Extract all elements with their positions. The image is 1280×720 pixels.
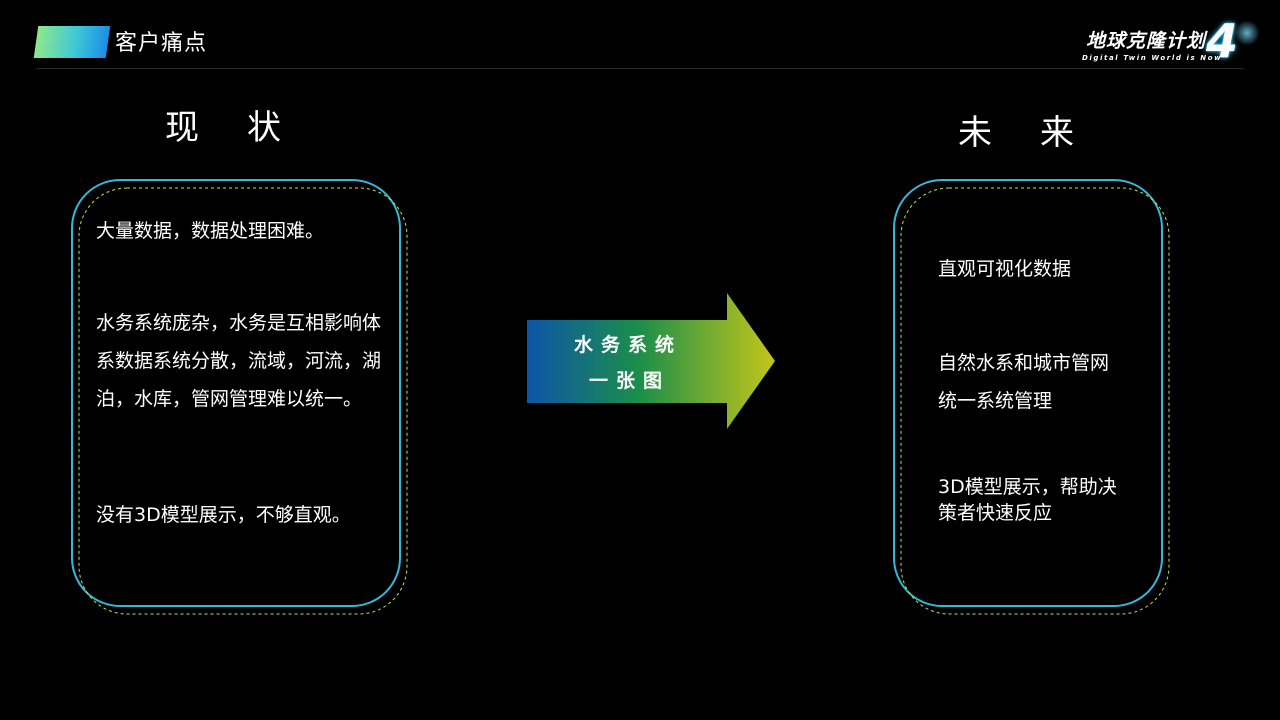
- current-item-3: 没有3D模型展示，不够直观。: [96, 504, 351, 526]
- logo-subtitle: Digital Twin World is Now: [1082, 54, 1223, 62]
- header-divider: [36, 68, 1244, 69]
- transition-arrow: 水务系统 一张图: [527, 293, 777, 431]
- arrow-label-line2: 一张图: [589, 370, 671, 392]
- future-item-3: 3D模型展示，帮助决策者快速反应: [938, 476, 1117, 524]
- brand-logo: 地球克隆计划 4 Digital Twin World is Now: [1082, 14, 1262, 68]
- header-accent-bar: [33, 26, 111, 58]
- logo-text: 地球克隆计划: [1086, 30, 1207, 52]
- current-item-2: 水务系统庞杂，水务是互相影响体系数据系统分散，流域，河流，湖泊，水库，管网管理难…: [96, 312, 382, 410]
- future-state-title: 未来: [958, 113, 1122, 153]
- card-border: [71, 179, 408, 615]
- current-state-title: 现状: [165, 108, 329, 148]
- arrow-label-line1: 水务系统: [574, 334, 683, 356]
- logo-glow: [1232, 18, 1262, 48]
- current-state-card: 大量数据，数据处理困难。 水务系统庞杂，水务是互相影响体系数据系统分散，流域，河…: [70, 178, 412, 620]
- future-item-1: 直观可视化数据: [938, 258, 1072, 280]
- future-state-card: 直观可视化数据 自然水系和城市管网统一系统管理 3D模型展示，帮助决策者快速反应: [892, 178, 1174, 620]
- current-item-1: 大量数据，数据处理困难。: [96, 220, 325, 242]
- future-item-2: 自然水系和城市管网统一系统管理: [938, 352, 1110, 412]
- logo-number: 4: [1206, 14, 1239, 68]
- arrow-shape: [527, 293, 775, 429]
- card-border: [893, 179, 1170, 615]
- page-title: 客户痛点: [115, 31, 208, 56]
